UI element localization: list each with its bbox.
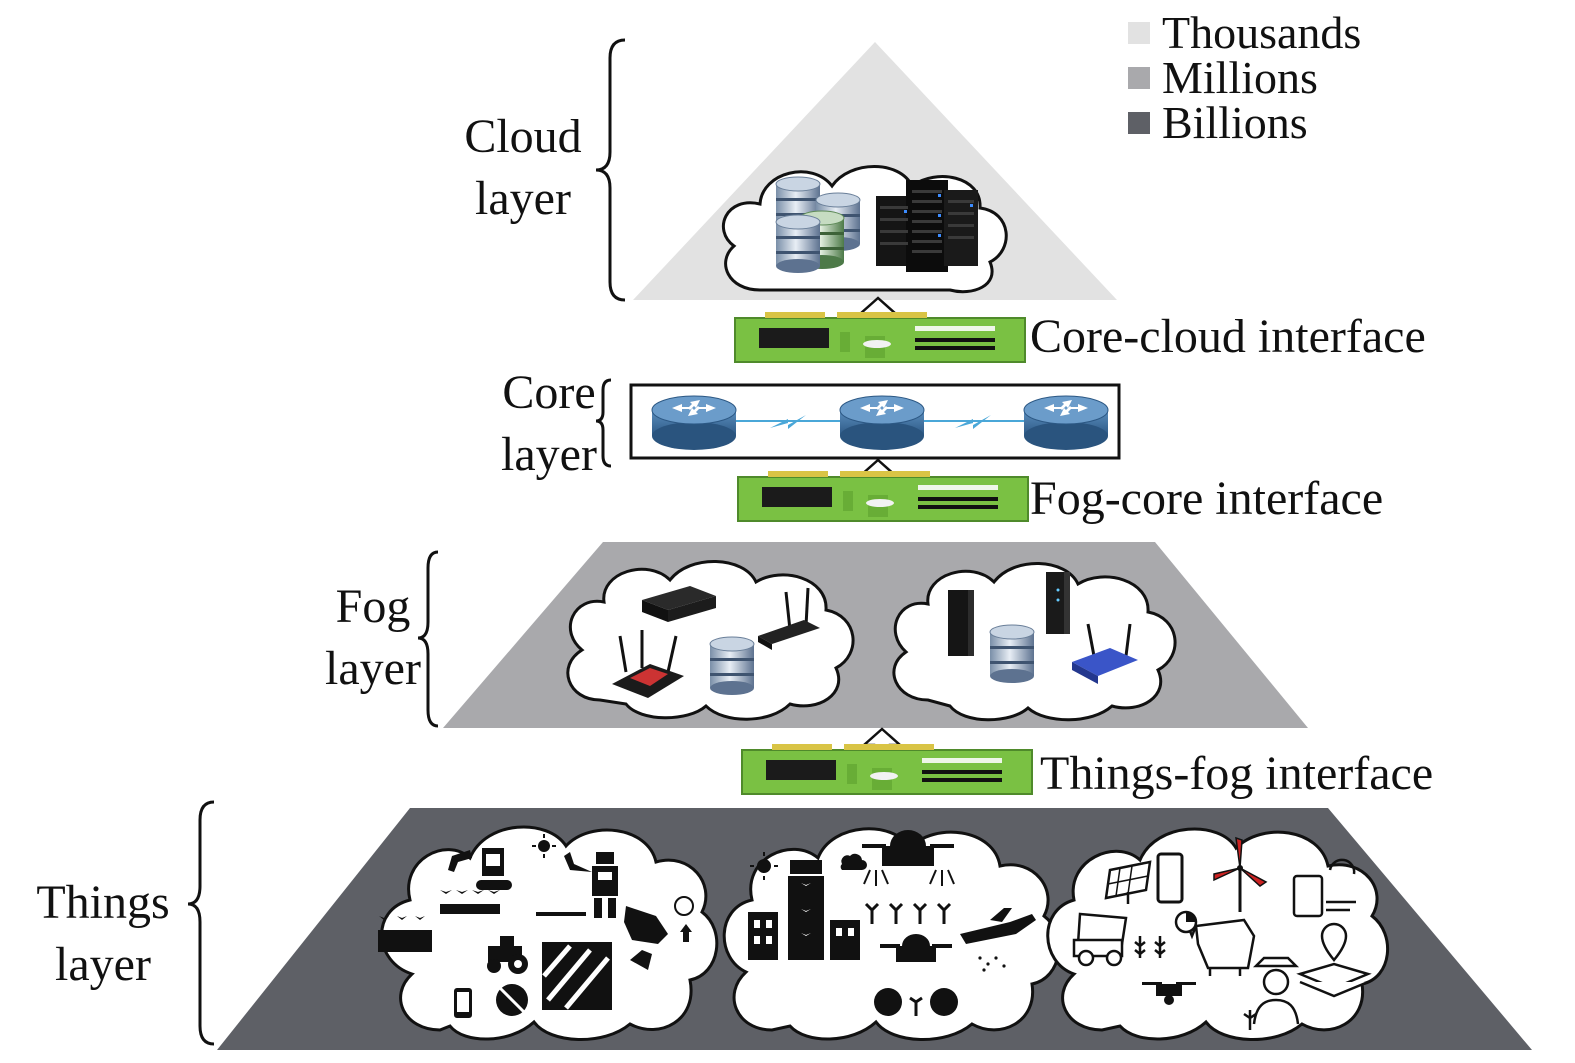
fog-layer-label: Fog layer <box>308 576 438 700</box>
legend-swatch <box>1128 21 1150 44</box>
drone-icon <box>1142 982 1196 1005</box>
location-pin-icon <box>1296 922 1372 998</box>
sun-icon <box>750 852 778 880</box>
no-pest-icon <box>496 984 528 1016</box>
smartphone-icon <box>1156 852 1184 904</box>
smart-device-icon <box>1292 858 1356 918</box>
cloud-layer-label-line2: layer <box>475 172 571 225</box>
harvester-truck-icon <box>1072 912 1128 967</box>
crop-duster-plane-icon <box>960 908 1036 972</box>
core-layer-label: Core layer <box>480 362 618 486</box>
database-icon <box>989 624 1035 684</box>
fog-layer-label-line1: Fog <box>335 580 411 633</box>
lightning-link-icon <box>770 415 806 429</box>
router-icon <box>1023 395 1109 451</box>
core-layer-label-line2: layer <box>501 428 597 481</box>
seedling-row-icon <box>864 902 952 924</box>
cloud-layer-label: Cloud layer <box>448 106 598 230</box>
fog-core-interface-board-icon <box>737 470 1029 522</box>
soil-sensor-icon <box>378 916 432 952</box>
things-layer-label-line2: layer <box>55 938 151 991</box>
legend-item-thousands: Thousands <box>1128 7 1361 58</box>
drone-icon <box>880 934 952 962</box>
legend-item-billions: Billions <box>1128 97 1361 148</box>
robot-icon <box>564 852 618 918</box>
fog-layer-label-line2: layer <box>325 642 421 695</box>
cloud-layer-label-line1: Cloud <box>464 110 582 163</box>
legend-swatch <box>1128 111 1150 134</box>
plant-icon <box>1243 1010 1257 1030</box>
things-fog-interface-board-icon <box>741 743 1033 795</box>
wifi-router-icon <box>1072 623 1138 684</box>
router-icon <box>651 395 737 451</box>
wifi-router-icon <box>758 587 820 650</box>
cloud-layer-brace <box>595 38 626 302</box>
weather-cloud-icon <box>840 853 867 870</box>
tractor-icon <box>487 936 528 974</box>
crop-disease-icon <box>874 988 958 1016</box>
solar-panel-icon <box>1104 860 1152 904</box>
legend-item-millions: Millions <box>1128 52 1361 103</box>
core-layer-label-line1: Core <box>502 366 596 419</box>
database-stack-icon <box>775 176 861 274</box>
legend-label: Millions <box>1162 52 1318 103</box>
modem-icon <box>948 572 1070 656</box>
seedling-row-icon <box>440 890 586 916</box>
network-switch-icon <box>642 586 716 622</box>
core-cloud-interface-label: Core-cloud interface <box>1030 310 1426 363</box>
field-map-icon <box>542 942 612 1010</box>
things-layer-brace <box>187 800 215 1046</box>
fog-core-interface-label: Fog-core interface <box>1030 472 1384 525</box>
smartphone-icon <box>454 988 472 1018</box>
crop-icon <box>1134 936 1166 958</box>
cow-icon <box>624 896 694 970</box>
legend-swatch <box>1128 66 1150 89</box>
database-icon <box>709 636 755 696</box>
sun-icon <box>532 834 556 858</box>
things-layer-label-line1: Things <box>36 876 170 929</box>
things-layer-label: Things layer <box>18 872 188 996</box>
server-rack-icon <box>876 180 978 272</box>
legend: Thousands Millions Billions <box>1128 7 1361 148</box>
fog-layer-brace <box>417 550 439 728</box>
router-icon <box>839 395 925 451</box>
robot-arm-icon <box>448 848 512 890</box>
pie-chart-icon <box>1174 910 1198 934</box>
wifi-router-icon <box>612 630 684 698</box>
farmer-icon <box>1252 956 1300 1025</box>
core-cloud-interface-board-icon <box>734 311 1026 363</box>
drone-icon <box>862 830 955 886</box>
lightning-link-icon <box>955 415 991 429</box>
greenhouse-building-icon <box>748 860 860 960</box>
fog-cloud-right <box>892 562 1177 722</box>
legend-label: Thousands <box>1162 7 1362 58</box>
wind-turbine-icon <box>1213 836 1268 912</box>
core-layer-brace <box>595 378 612 468</box>
fog-cloud-left <box>566 560 855 721</box>
legend-label: Billions <box>1162 97 1308 148</box>
things-fog-interface-label: Things-fog interface <box>1040 747 1434 800</box>
